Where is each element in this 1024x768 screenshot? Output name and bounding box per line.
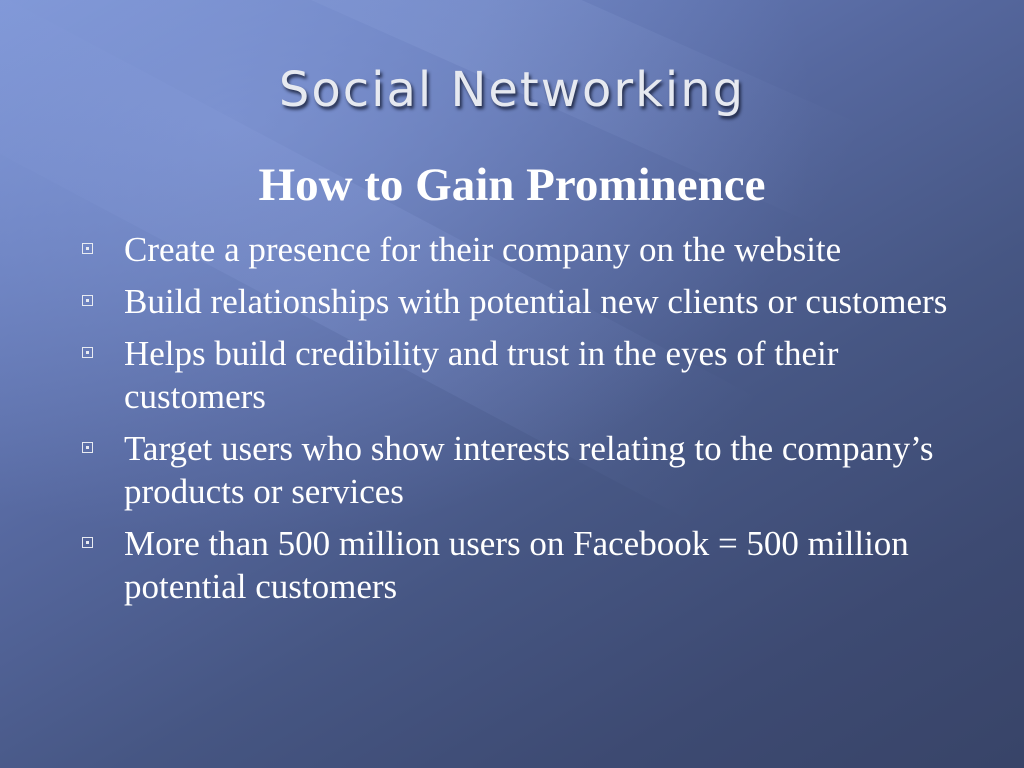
square-bullet-icon: [82, 537, 93, 548]
bullet-text: More than 500 million users on Facebook …: [124, 524, 909, 606]
slide-subtitle: How to Gain Prominence: [258, 159, 766, 211]
bullet-text: Helps build credibility and trust in the…: [124, 334, 839, 416]
square-bullet-icon: [82, 347, 93, 358]
square-bullet-icon: [82, 442, 93, 453]
bullet-item: More than 500 million users on Facebook …: [80, 522, 970, 608]
square-bullet-icon: [82, 243, 93, 254]
bullet-list: Create a presence for their company on t…: [80, 228, 970, 617]
bullet-text: Create a presence for their company on t…: [124, 230, 842, 269]
bullet-item: Create a presence for their company on t…: [80, 228, 970, 271]
bullet-item: Target users who show interests relating…: [80, 427, 970, 513]
bullet-item: Helps build credibility and trust in the…: [80, 332, 970, 418]
square-bullet-icon: [82, 295, 93, 306]
bullet-text: Build relationships with potential new c…: [124, 282, 948, 321]
bullet-item: Build relationships with potential new c…: [80, 280, 970, 323]
bullet-text: Target users who show interests relating…: [124, 429, 934, 511]
slide-title: Social Networking: [278, 62, 746, 118]
